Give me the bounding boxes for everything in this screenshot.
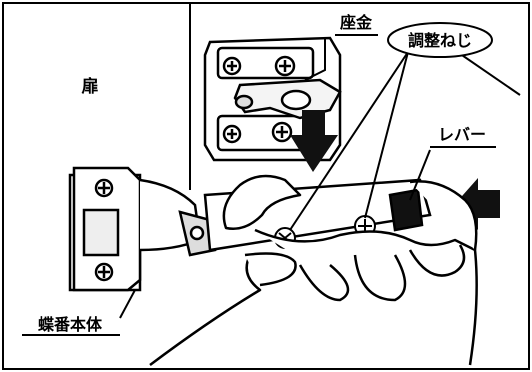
leader-lines <box>119 38 521 319</box>
down-arrow-icon <box>290 110 338 172</box>
left-arrow-icon <box>455 178 500 230</box>
label-adjust-screw: 調整ねじ <box>408 31 472 50</box>
label-door: 扉 <box>82 76 99 97</box>
hinge-body <box>72 166 217 292</box>
hand-illustration <box>149 174 478 367</box>
label-hinge-body: 蝶番本体 <box>38 315 103 334</box>
adjust-screw-oval <box>387 22 493 58</box>
label-washer: 座金 <box>339 13 373 32</box>
label-lever: レバー <box>438 125 486 144</box>
label-underlines <box>22 34 496 336</box>
